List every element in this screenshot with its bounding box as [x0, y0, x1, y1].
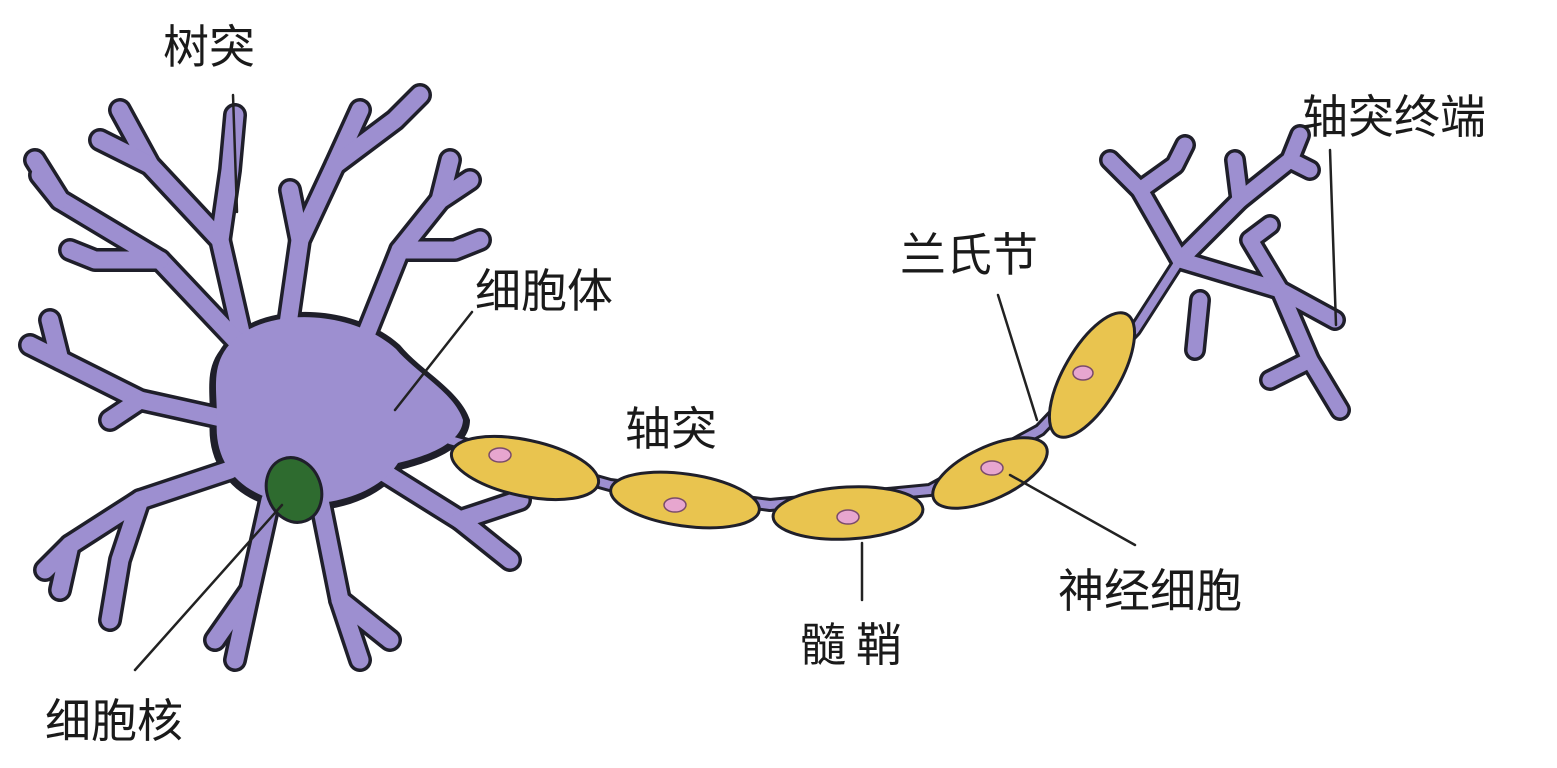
schwann-nucleus [837, 510, 859, 524]
leader-nerve-cell [1010, 475, 1135, 545]
cell-body [216, 317, 463, 504]
label-nucleus: 细胞核 [45, 698, 183, 744]
schwann-nucleus [981, 461, 1003, 475]
schwann-nucleus [1073, 366, 1093, 380]
label-axon: 轴突 [625, 406, 717, 452]
label-dendrite: 树突 [163, 24, 255, 70]
leader-node [998, 295, 1037, 420]
schwann-nucleus [489, 448, 511, 462]
label-node-of-ranvier: 兰氏节 [900, 232, 1038, 278]
label-cell-body: 细胞体 [475, 268, 613, 314]
myelin-segment [607, 464, 763, 536]
label-axon-terminal: 轴突终端 [1302, 94, 1486, 140]
label-myelin-sheath: 髓鞘 [800, 622, 912, 668]
leader-axon-terminal [1330, 150, 1336, 325]
label-nerve-cell: 神经细胞 [1058, 568, 1242, 614]
schwann-nucleus [664, 498, 686, 512]
